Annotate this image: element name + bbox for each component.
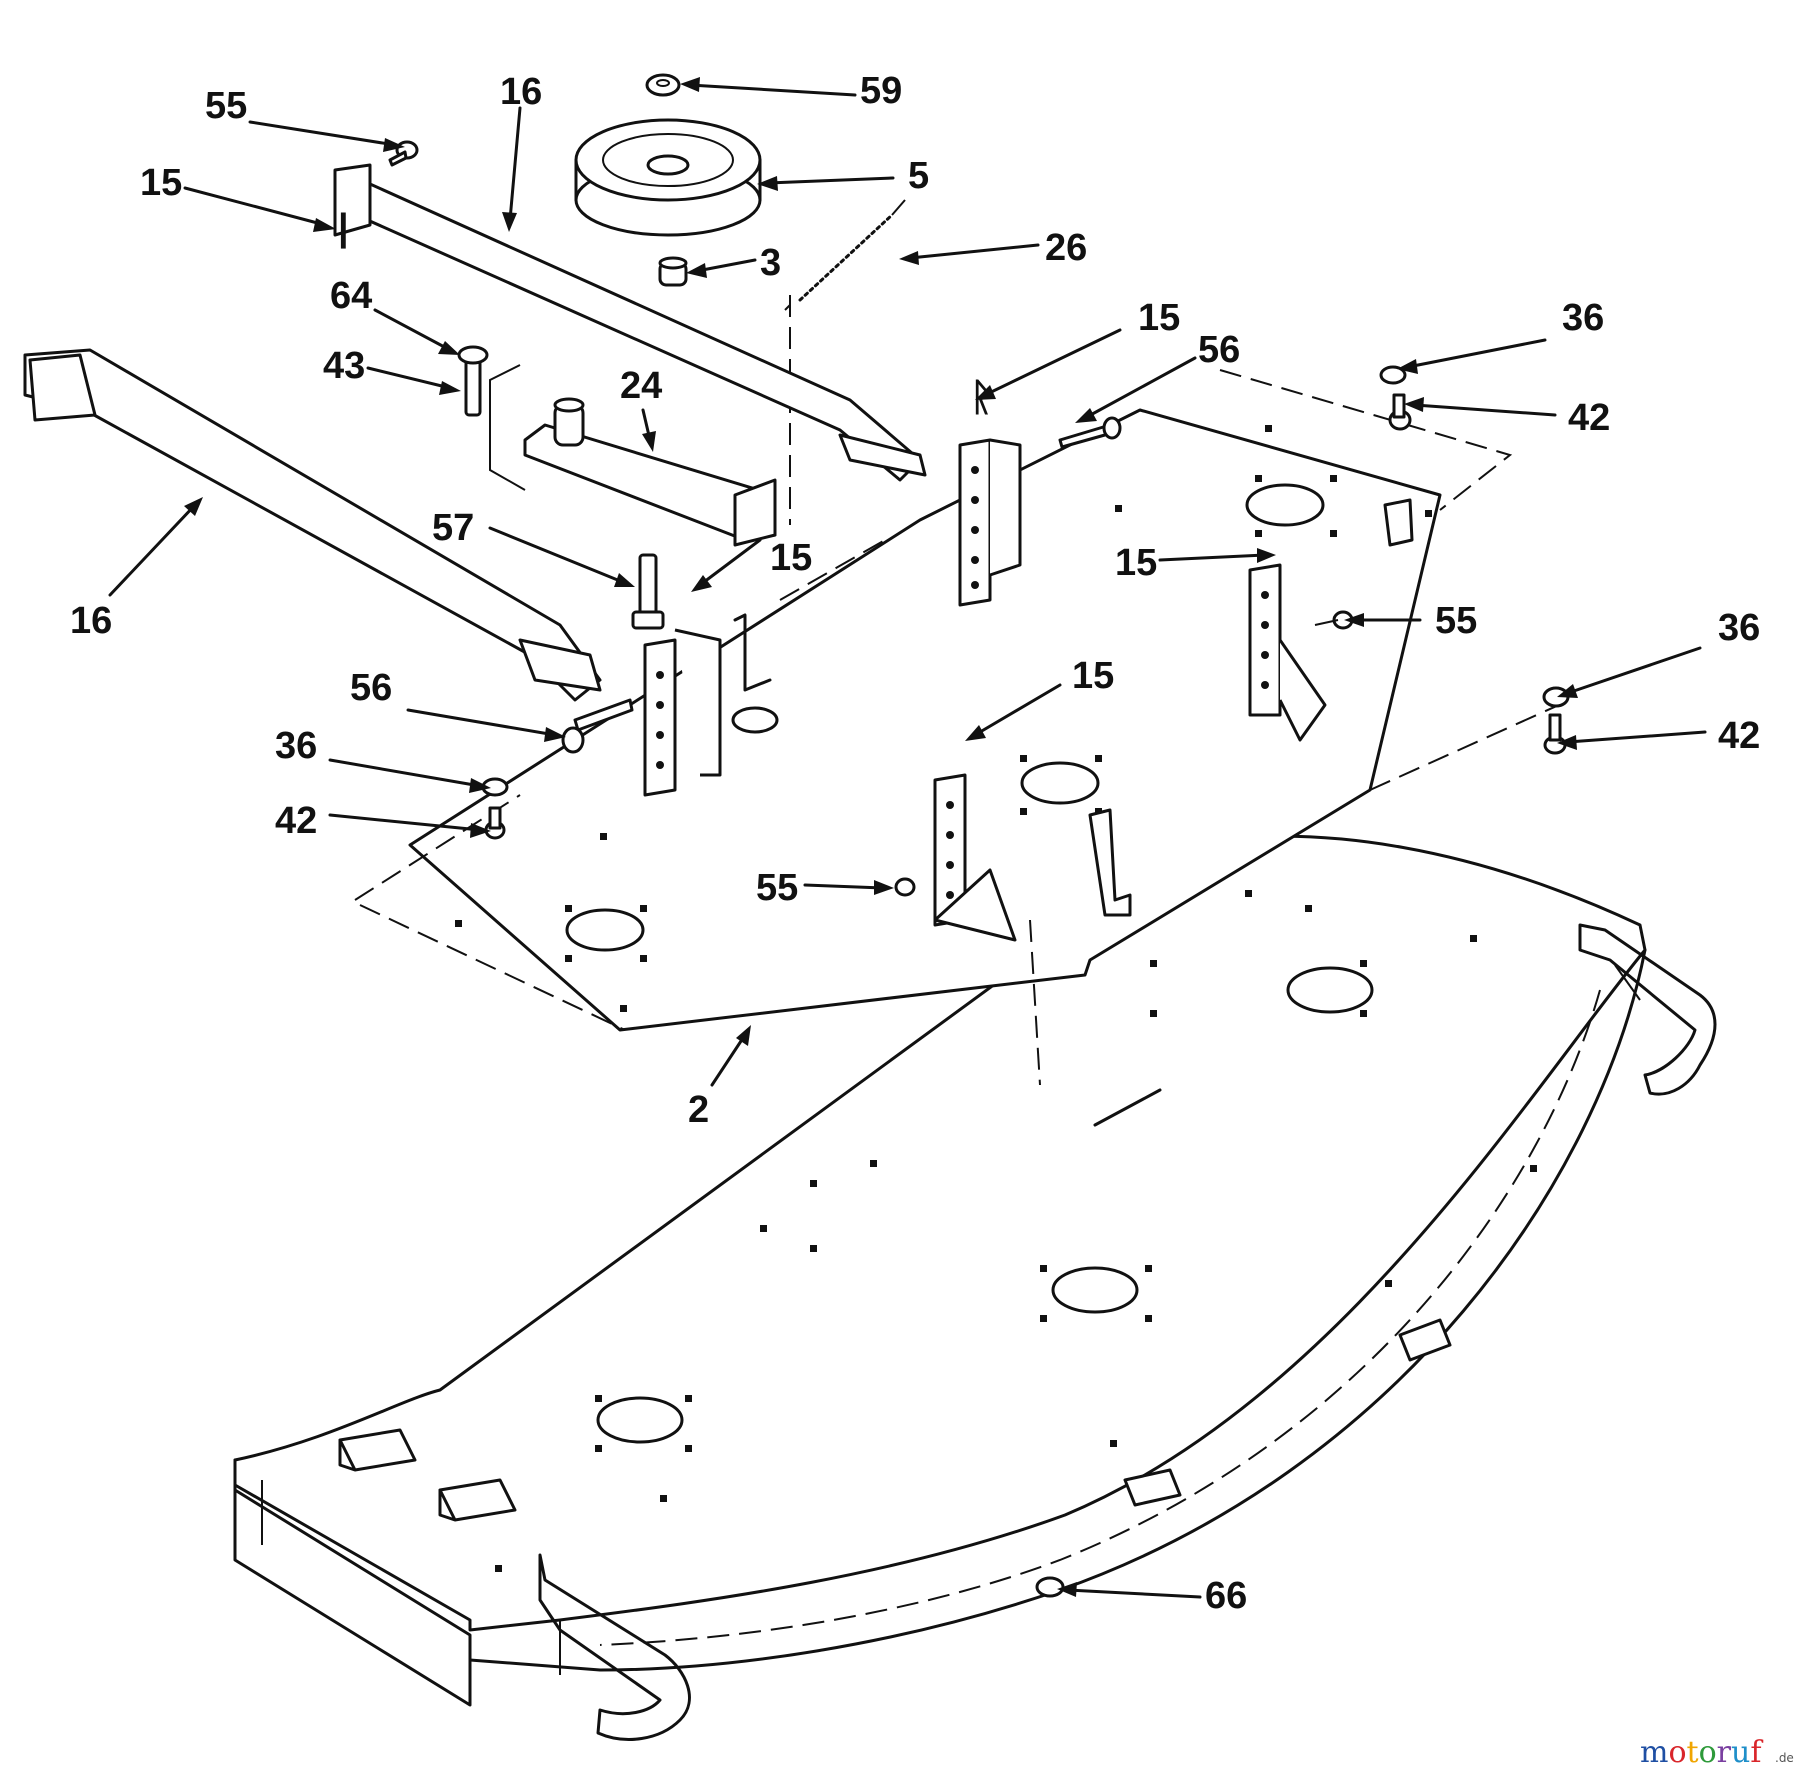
deck-top-plate xyxy=(354,369,1571,1086)
mounting-brackets xyxy=(643,438,1414,942)
callout-43: 43 xyxy=(323,345,365,387)
callout-56: 56 xyxy=(350,667,392,709)
callout-24: 24 xyxy=(620,365,662,407)
callout-3: 3 xyxy=(760,242,781,284)
mower-deck-housing xyxy=(233,834,1717,1741)
callout-36: 36 xyxy=(1718,607,1760,649)
callout-15: 15 xyxy=(770,537,812,579)
callout-66: 66 xyxy=(1205,1575,1247,1617)
watermark-suffix: .de xyxy=(1775,1751,1794,1765)
callout-64: 64 xyxy=(330,275,372,317)
callout-15: 15 xyxy=(1138,297,1180,339)
callout-57: 57 xyxy=(432,507,474,549)
callout-16: 16 xyxy=(70,600,112,642)
callout-26: 26 xyxy=(1045,227,1087,269)
callout-2: 2 xyxy=(688,1089,709,1131)
callout-42: 42 xyxy=(1568,397,1610,439)
callout-36: 36 xyxy=(1562,297,1604,339)
callout-16: 16 xyxy=(500,71,542,113)
lift-link-upper xyxy=(333,163,927,482)
callout-5: 5 xyxy=(908,155,929,197)
callout-labels: 55 16 59 15 5 3 26 64 43 24 15 56 36 42 … xyxy=(70,70,1760,1617)
watermark-text: motoruf xyxy=(1640,1735,1763,1770)
callout-15: 15 xyxy=(1115,542,1157,584)
idler-arm xyxy=(489,295,791,547)
idler-pulley xyxy=(574,118,762,237)
lift-link-lower xyxy=(23,348,602,702)
callout-55: 55 xyxy=(756,867,798,909)
cotter-pin-mark: | xyxy=(338,207,349,249)
callout-15: 15 xyxy=(140,162,182,204)
callout-42: 42 xyxy=(1718,715,1760,757)
watermark-logo: motoruf .de xyxy=(1640,1735,1794,1770)
leader-lines xyxy=(108,77,1707,1599)
callout-36: 36 xyxy=(275,725,317,767)
callout-56: 56 xyxy=(1198,329,1240,371)
callout-59: 59 xyxy=(860,70,902,112)
callout-55: 55 xyxy=(205,85,247,127)
hex-nut-59 xyxy=(645,73,681,97)
callout-42: 42 xyxy=(275,800,317,842)
spring-26 xyxy=(784,199,906,311)
callout-15: 15 xyxy=(1072,655,1114,697)
callout-55: 55 xyxy=(1435,600,1477,642)
spacer-3 xyxy=(658,256,688,287)
